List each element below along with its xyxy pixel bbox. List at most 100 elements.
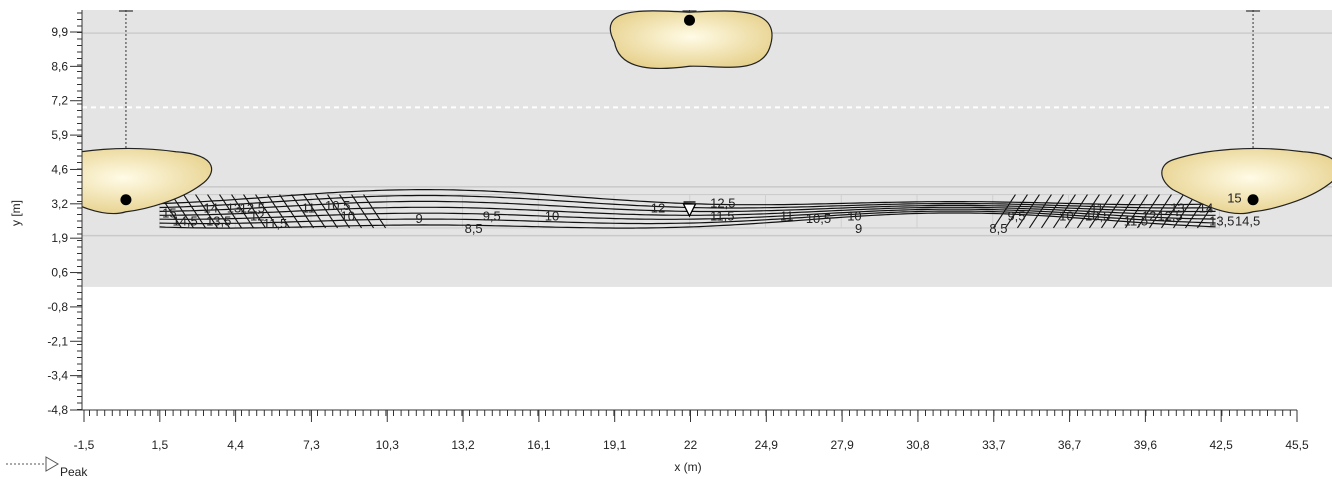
luminaire-point [120,194,132,206]
contour-line [1088,194,1112,229]
y-tick-label: -3,4 [47,369,68,383]
contour-line [1112,194,1136,229]
contour-line [279,194,303,229]
x-tick-label: 16,1 [527,438,551,452]
contour-line [1160,194,1184,229]
contour-line [1172,194,1196,229]
contour-label: 14 [204,201,218,216]
contour-line [159,212,1216,229]
contour-line [339,194,363,229]
luminaire-point [684,14,695,26]
contour-label: 11 [302,201,316,216]
contour-line [159,206,1216,216]
contour-label: 12,5 [710,195,735,210]
contour-label: 12,5 [1157,208,1182,223]
y-tick-label: 7,2 [51,94,68,108]
y-tick-label: 1,9 [51,231,68,245]
contour-label: 13 [1170,201,1184,216]
contour-label: 9,5 [1007,208,1025,223]
y-tick-label: 3,2 [51,197,68,211]
contour-line [1100,194,1124,229]
contour-line [255,194,279,229]
x-tick-label: 7,3 [303,438,320,452]
contour-line [1052,194,1076,229]
contour-label: 14,5 [172,213,197,228]
contour-label: 10 [847,208,861,223]
contour-label: 10 [1059,208,1073,223]
y-tick-label: 5,9 [51,128,68,142]
x-tick-label: 10,3 [376,438,400,452]
contour-label: 15 [162,206,176,221]
contour-line [1040,194,1064,229]
x-tick-label: 27,9 [830,438,854,452]
luminaire-light-distribution [609,10,773,70]
contour-line [171,194,195,229]
contour-label: 9,5 [483,208,501,223]
x-tick-label: 4,4 [227,438,244,452]
x-tick-label: 36,7 [1058,438,1082,452]
luminaires [82,10,1332,218]
contour-label: 12,5 [240,201,265,216]
contour-label: 10,5 [806,211,831,226]
contour-label: 9 [415,211,422,226]
contour-label: 14,5 [1235,213,1260,228]
contour-line [243,194,267,229]
x-tick-label: 22 [684,438,698,452]
contour-label: 12 [651,201,665,216]
contour-label: 11,5 [263,216,287,231]
contour-line [1064,194,1088,229]
contour-label: 13 [227,201,241,216]
x-tick-label: 24,9 [755,438,779,452]
contour-line [231,194,255,229]
x-tick-label: 13,2 [451,438,475,452]
contour-line [207,194,231,229]
luminaire-point [1247,194,1259,206]
contour-line [291,194,315,229]
y-tick-label: 8,6 [51,59,68,73]
contour-line [1124,194,1148,229]
contour-label: 10,5 [1085,208,1110,223]
contour-line [1136,194,1160,229]
x-tick-label: -1,5 [74,438,95,452]
contour-line [159,208,1216,220]
contour-label: 11,5 [710,208,734,223]
legend-peak-label: Peak [60,465,88,479]
contour-label: 11 [1090,201,1104,216]
contour-line [351,194,375,229]
contour-label: 10 [545,208,559,223]
contour-line [1004,194,1028,229]
contour-line [1148,194,1172,229]
contour-label: 13,5 [1209,213,1234,228]
y-tick-label: 9,9 [51,25,68,39]
x-tick-label: 1,5 [151,438,168,452]
x-tick-label: 33,7 [982,438,1006,452]
x-tick-label: 45,5 [1285,438,1309,452]
contour-label: 11,5 [1124,213,1148,228]
contour-label: 9 [855,221,862,236]
luminaire-light-distribution [1161,147,1332,215]
contour-label: 12 [1142,208,1156,223]
contour-label: 14 [1199,201,1213,216]
contour-line [183,194,207,229]
contour-line [1016,194,1040,229]
contour-label: 11 [780,208,794,223]
contour-line [303,194,327,229]
legend-peak-triangle-icon [45,456,59,472]
contour-line [315,194,339,229]
contour-label: 15 [1227,190,1241,205]
contour-line [992,194,1016,229]
x-tick-label: 42,5 [1210,438,1234,452]
y-axis-title: y [m] [9,200,23,226]
contour-label: 12 [250,208,264,223]
contour-label: 10 [341,208,355,223]
legend: Peak [6,456,88,479]
contour-label: 8,5 [989,221,1007,236]
contour-label: 10,5 [325,198,350,213]
y-tick-label: -2,1 [47,334,68,348]
peak-marker-icon [682,203,697,218]
contour-line [327,194,351,229]
contour-line [363,194,387,229]
y-tick-label: -0,8 [47,300,68,314]
